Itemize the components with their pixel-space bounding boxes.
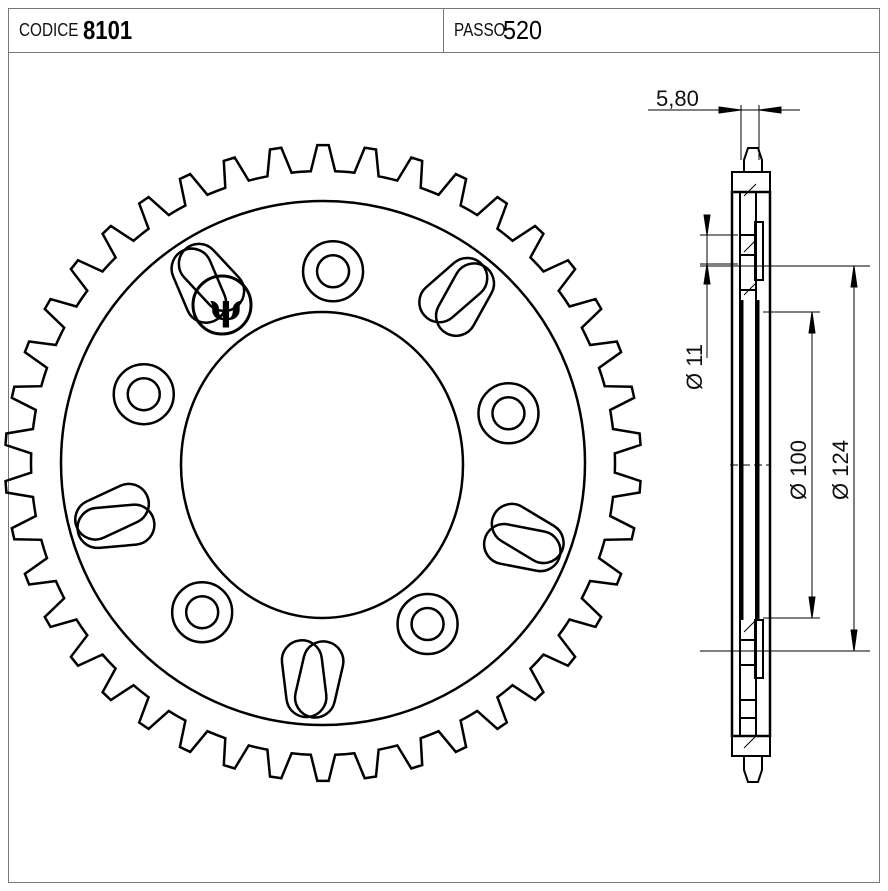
thickness-dimension: 5,80 (656, 86, 699, 111)
bolt-hole (491, 396, 526, 431)
code-value: 8101 (83, 15, 133, 45)
slot (418, 256, 489, 324)
slot (293, 640, 345, 719)
title-block: CODICE 8101 PASSO 520 (9, 9, 879, 53)
sprocket-teeth-outline (4, 143, 642, 783)
slot (177, 242, 246, 313)
pitch-value: 520 (502, 15, 542, 45)
inner-rim-circle (59, 199, 587, 727)
bolt-hole (477, 382, 540, 445)
bolt-hole (112, 362, 176, 426)
sprocket-side-view (730, 147, 772, 783)
bolt-hole (301, 240, 365, 303)
slot (170, 247, 228, 324)
sprocket-front-view: ψ (4, 143, 642, 783)
code-cell: CODICE 8101 (9, 9, 444, 52)
bolt-circle-dimension: Ø 124 (828, 440, 853, 500)
bolt-hole (170, 580, 234, 644)
bolt-hole (396, 592, 459, 656)
slot (434, 262, 496, 338)
center-bore (179, 310, 465, 620)
dimension-lines (648, 105, 870, 652)
lightening-slots (74, 242, 565, 719)
slot (76, 503, 156, 550)
pitch-cell: PASSO 520 (444, 9, 546, 52)
svg-text:ψ: ψ (209, 287, 243, 329)
bolt-holes (112, 240, 540, 656)
slot (490, 502, 565, 565)
bolt-hole (126, 376, 162, 412)
center-bore-dimension: Ø 100 (786, 440, 811, 500)
bolt-hole (184, 594, 220, 630)
slot (74, 482, 151, 541)
bolt-hole-dimension: Ø 11 (682, 344, 707, 390)
code-label: CODICE (19, 20, 79, 40)
bolt-hole (315, 254, 351, 289)
slot (482, 522, 562, 573)
bolt-hole (410, 606, 445, 642)
pitch-label: PASSO (454, 20, 506, 40)
slot (280, 639, 328, 719)
logo-mark: ψ (191, 274, 253, 336)
